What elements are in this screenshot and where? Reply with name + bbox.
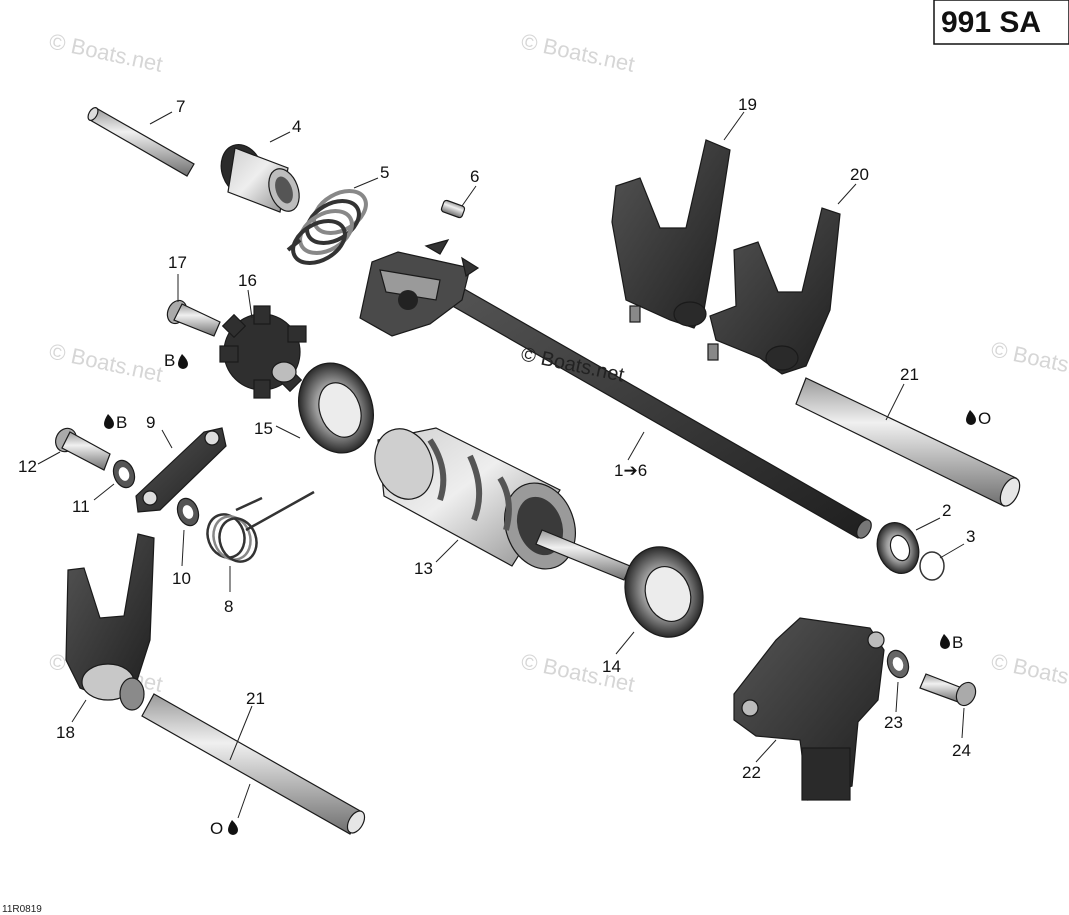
- lube-letter: O: [210, 819, 223, 838]
- part-3-retaining-ring[interactable]: [919, 551, 945, 581]
- part-6-plunger[interactable]: [440, 199, 466, 219]
- lube-letter: B: [116, 413, 127, 432]
- oil-drop-icon: [966, 410, 976, 425]
- part-14-bearing[interactable]: [613, 536, 716, 648]
- callout-12: 12: [18, 457, 37, 476]
- callout-22: 22: [742, 763, 761, 782]
- part-17-screw[interactable]: [164, 297, 221, 337]
- part-1-shift-shaft-assembly[interactable]: [359, 239, 874, 541]
- diagram-badge: 991 SA: [933, 0, 1069, 45]
- oil-drop-icon: [178, 354, 188, 369]
- part-24-screw[interactable]: [919, 673, 979, 709]
- callout-14: 14: [602, 657, 621, 676]
- part-12-screw[interactable]: [52, 425, 111, 471]
- part-2-washer[interactable]: [870, 517, 925, 580]
- leader-lines: [37, 111, 965, 819]
- lube-mark-21-left: O: [210, 819, 238, 838]
- callout-4: 4: [292, 117, 301, 136]
- watermark-text: © Boats.net: [989, 648, 1069, 696]
- part-10-washer[interactable]: [174, 495, 202, 528]
- badge-text: 991 SA: [941, 6, 1041, 39]
- callout-18: 18: [56, 723, 75, 742]
- callout-3: 3: [966, 527, 975, 546]
- lube-mark-12: B: [104, 413, 127, 432]
- watermark-text-center: © Boats.net: [519, 343, 627, 386]
- watermark-text: © Boats.net: [47, 338, 165, 386]
- watermark-text: © Boats.net: [989, 336, 1069, 384]
- callout-2: 2: [942, 501, 951, 520]
- part-8-spring[interactable]: [202, 490, 315, 567]
- lube-mark-21-right: O: [966, 409, 991, 428]
- lube-letter: O: [978, 409, 991, 428]
- callout-7: 7: [176, 97, 185, 116]
- callout-19: 19: [738, 95, 757, 114]
- lubrication-marks: B B O B O: [104, 351, 991, 838]
- lube-mark-24: B: [940, 633, 963, 652]
- part-20-shift-fork[interactable]: [707, 207, 841, 375]
- callout-23: 23: [884, 713, 903, 732]
- lube-mark-17: B: [164, 351, 188, 370]
- callout-10: 10: [172, 569, 191, 588]
- part-18-shift-fork[interactable]: [65, 533, 155, 711]
- callout-15: 15: [254, 419, 273, 438]
- callout-20: 20: [850, 165, 869, 184]
- oil-drop-icon: [940, 634, 950, 649]
- part-7-pin[interactable]: [86, 106, 195, 177]
- part-9-lever[interactable]: [135, 427, 227, 513]
- lube-letter: B: [164, 351, 175, 370]
- callout-labels: 7 4 5 6 19 20 17 16 15 21 1➔6 12 11 9 10…: [18, 95, 975, 782]
- callout-9: 9: [146, 413, 155, 432]
- part-23-washer[interactable]: [884, 647, 912, 680]
- callout-16: 16: [238, 271, 257, 290]
- part-15-bearing[interactable]: [286, 352, 385, 463]
- callout-13: 13: [414, 559, 433, 578]
- part-19-shift-fork[interactable]: [611, 139, 731, 329]
- part-5-spring[interactable]: [286, 182, 373, 271]
- part-21-shaft-left[interactable]: [141, 693, 368, 836]
- part-22-position-sensor[interactable]: [733, 617, 885, 801]
- callout-1-6: 1➔6: [614, 461, 647, 480]
- callout-21-right: 21: [900, 365, 919, 384]
- oil-drop-icon: [104, 414, 114, 429]
- callout-21-left: 21: [246, 689, 265, 708]
- callout-17: 17: [168, 253, 187, 272]
- part-13-shift-drum[interactable]: [365, 421, 631, 581]
- callout-11: 11: [72, 497, 90, 516]
- callout-5: 5: [380, 163, 389, 182]
- watermark-text: © Boats.net: [47, 28, 165, 76]
- watermark-text: © Boats.net: [519, 28, 637, 76]
- part-11-washer[interactable]: [110, 457, 138, 490]
- part-21-shaft-right[interactable]: [795, 377, 1024, 509]
- drawing-code: 11R0819: [2, 904, 42, 915]
- callout-24: 24: [952, 741, 971, 760]
- callout-6: 6: [470, 167, 479, 186]
- callout-8: 8: [224, 597, 233, 616]
- oil-drop-icon: [228, 820, 238, 835]
- part-16-index-wheel[interactable]: [219, 305, 307, 399]
- part-4-bushing[interactable]: [214, 139, 304, 216]
- lube-letter: B: [952, 633, 963, 652]
